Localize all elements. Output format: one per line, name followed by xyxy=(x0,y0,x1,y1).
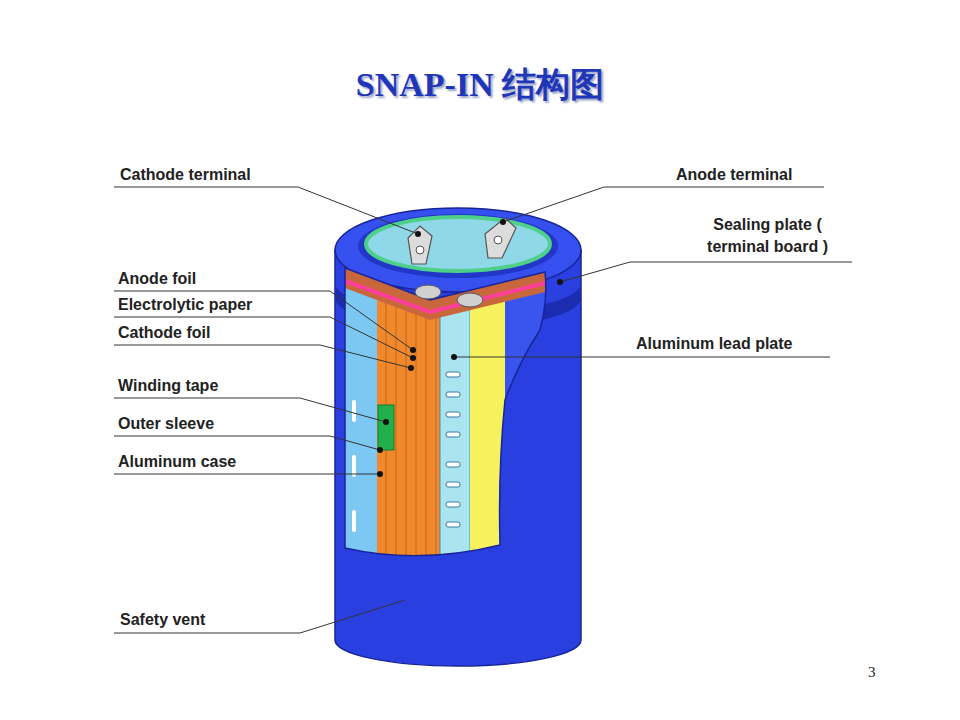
part-label: Outer sleeve xyxy=(118,414,214,434)
part-label: Sealing plate ( terminal board ) xyxy=(680,214,855,258)
part-label: Cathode foil xyxy=(118,323,210,343)
part-label: Aluminum case xyxy=(118,452,236,472)
part-label: Cathode terminal xyxy=(120,165,251,185)
part-label: Anode foil xyxy=(118,269,196,289)
page-number: 3 xyxy=(868,664,876,681)
slide-title: SNAP-IN 结构图 xyxy=(0,62,960,108)
part-label: Electrolytic paper xyxy=(118,295,252,315)
part-label: Safety vent xyxy=(120,610,205,630)
part-label: Winding tape xyxy=(118,376,218,396)
part-label: Aluminum lead plate xyxy=(636,334,792,354)
part-label: Anode terminal xyxy=(676,165,792,185)
